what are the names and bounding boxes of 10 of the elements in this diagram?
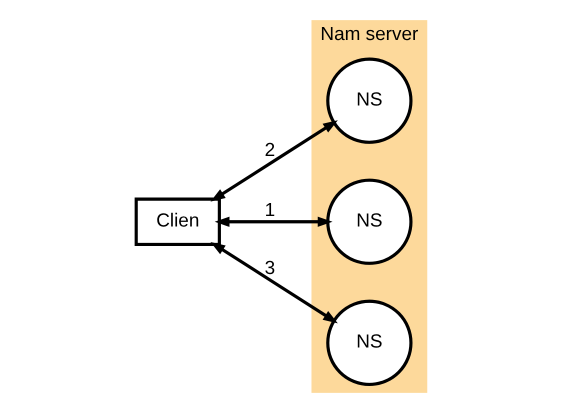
arrow (214, 216, 333, 227)
arrow (210, 242, 338, 324)
arrow (210, 120, 338, 202)
edge-label: 1 (264, 200, 276, 221)
edge-label: 3 (264, 258, 276, 279)
node-circle: NS (326, 178, 413, 265)
node-circle: NS (326, 300, 413, 386)
node-box: Clien (134, 198, 221, 246)
node-circle: NS (326, 58, 413, 144)
edge-label: 2 (264, 140, 276, 161)
